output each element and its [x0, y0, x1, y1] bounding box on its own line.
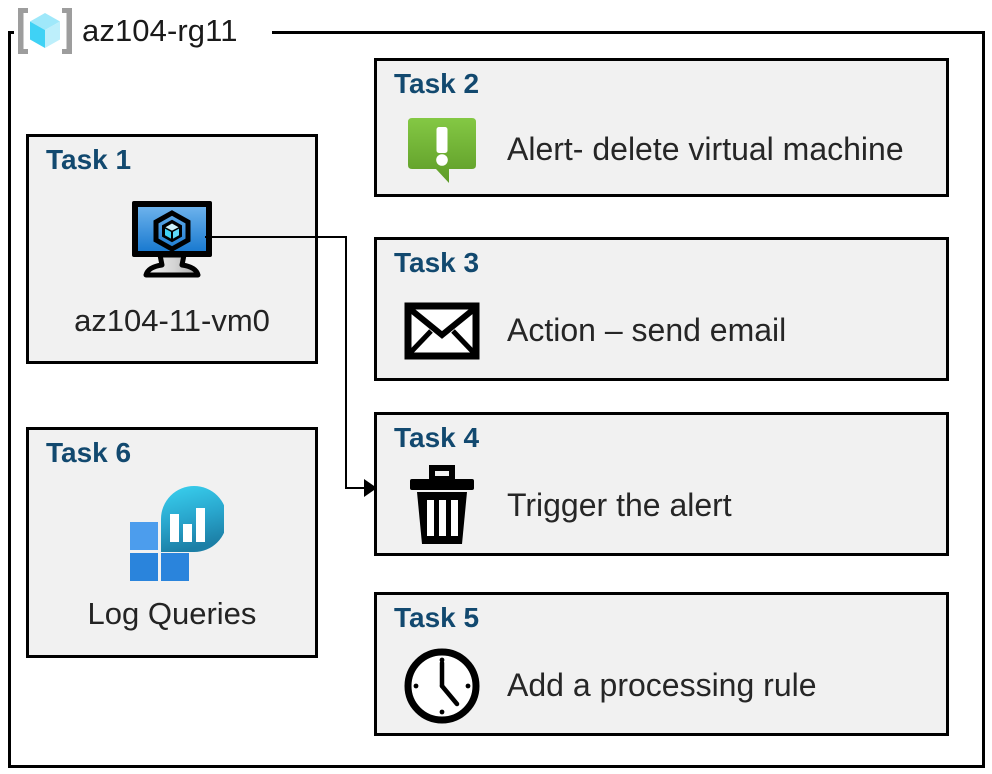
frame-right-edge: [982, 31, 985, 768]
task5-icon-wrap: [399, 646, 485, 726]
task6-label: Log Queries: [87, 596, 257, 631]
task3-title: Task 3: [394, 247, 480, 278]
task1-title: Task 1: [46, 144, 132, 175]
task4-icon-wrap: [399, 464, 485, 548]
task1-label: az104-11-vm0: [74, 303, 270, 338]
task4-body: Trigger the alert: [399, 459, 938, 553]
frame-bottom-edge: [8, 765, 985, 768]
arrowhead-right-icon: [364, 479, 377, 497]
task2-title: Task 2: [394, 68, 480, 99]
frame-top-left-segment: [8, 31, 16, 34]
task2-body: Alert- delete virtual machine: [399, 105, 938, 194]
task5-label: Add a processing rule: [507, 667, 817, 704]
task3-card[interactable]: Task 3 Action – send email: [374, 237, 949, 381]
task2-label: Alert- delete virtual machine: [507, 130, 904, 167]
frame-top-right-segment: [272, 31, 985, 34]
connector-vertical: [345, 236, 347, 488]
task1-body: az104-11-vm0: [29, 185, 315, 361]
task6-title: Task 6: [46, 437, 132, 468]
clock-icon: [404, 648, 480, 724]
task5-title: Task 5: [394, 602, 480, 633]
resource-group-header: az104-rg11: [14, 2, 246, 60]
task5-body: Add a processing rule: [399, 639, 938, 733]
task2-card[interactable]: Task 2 Alert- delete virtual machine: [374, 58, 949, 197]
task3-icon-wrap: [399, 300, 485, 362]
task2-icon-wrap: [399, 111, 485, 189]
envelope-icon: [404, 302, 480, 360]
connector-horizontal-from-vm: [205, 236, 347, 238]
frame-left-edge: [8, 31, 11, 768]
log-analytics-icon: [130, 486, 224, 581]
task4-card[interactable]: Task 4 Trigger the alert: [374, 412, 949, 556]
trash-can-icon: [410, 465, 474, 544]
task6-body: Log Queries: [29, 478, 315, 655]
azure-resource-group-icon: [18, 8, 72, 54]
alert-exclamation-icon: [408, 117, 476, 183]
virtual-machine-icon: [132, 201, 212, 278]
task5-card[interactable]: Task 5 Add a processing rule: [374, 592, 949, 736]
task4-label: Trigger the alert: [507, 487, 732, 524]
resource-group-name: az104-rg11: [82, 12, 238, 48]
task3-label: Action – send email: [507, 312, 787, 349]
task3-body: Action – send email: [399, 284, 938, 378]
task1-card[interactable]: Task 1: [26, 134, 318, 364]
task1-icon-wrap: [124, 185, 220, 293]
task6-icon-wrap: [120, 478, 224, 586]
connector-horizontal-to-task4: [345, 487, 371, 489]
task4-title: Task 4: [394, 422, 480, 453]
task6-card[interactable]: Task 6: [26, 427, 318, 658]
